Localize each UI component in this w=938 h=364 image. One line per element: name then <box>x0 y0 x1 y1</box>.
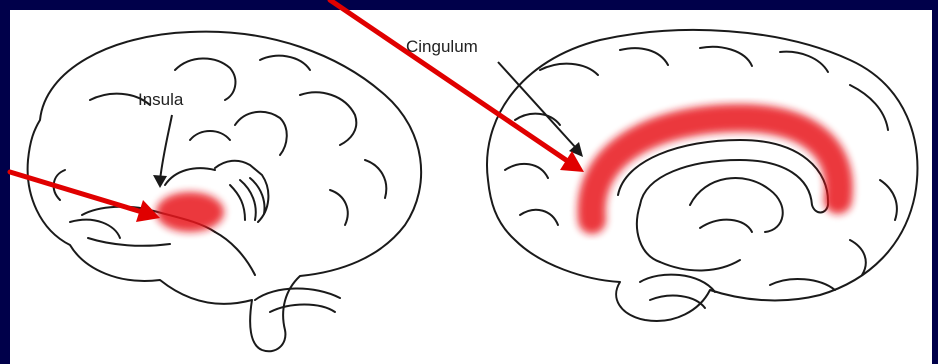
cingulum-label: Cingulum <box>406 37 478 56</box>
cingulum-red-arrow <box>330 0 584 172</box>
medial-brain-view <box>487 30 917 321</box>
insula-highlight <box>156 192 224 232</box>
cingulum-highlight <box>592 118 839 220</box>
medial-brain-outline <box>487 30 917 321</box>
lateral-brain-outline <box>28 32 422 352</box>
insula-label: Insula <box>138 90 184 109</box>
lateral-brain-view <box>28 32 422 352</box>
insula-pointer-arrow <box>153 115 172 188</box>
